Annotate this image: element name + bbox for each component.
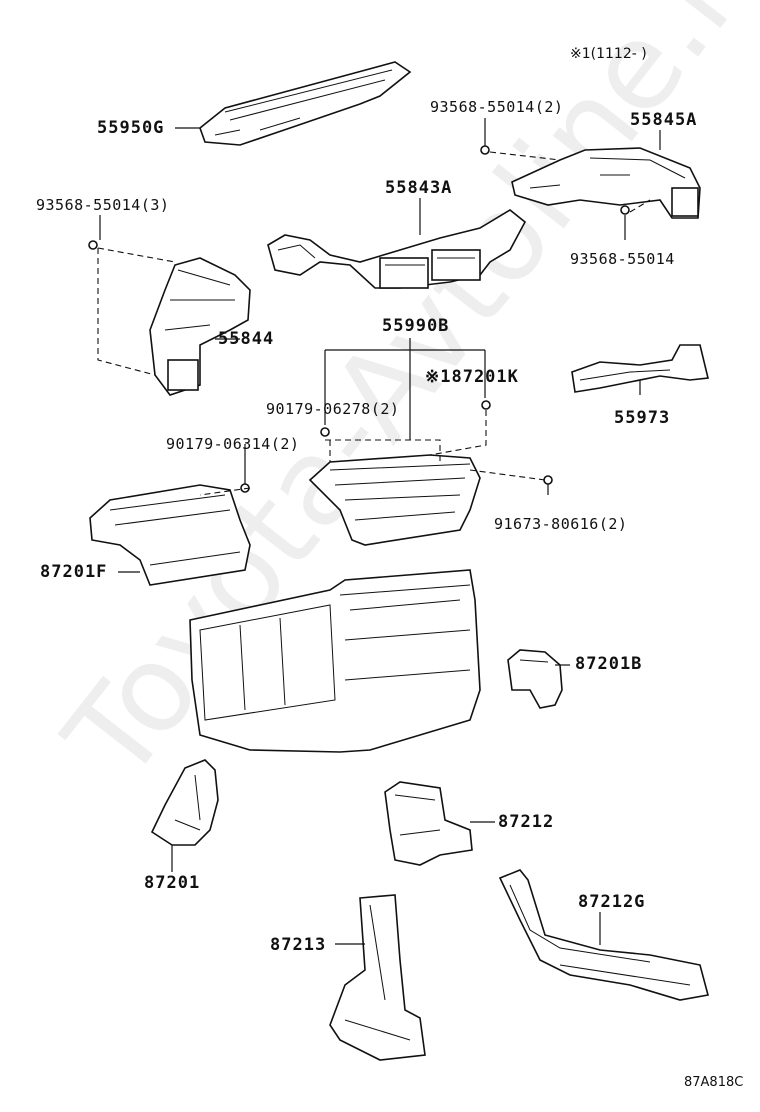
dashed-guides [97,151,651,496]
part-55844-duct [149,257,251,396]
label-93568-55014-3[interactable]: 93568-55014(3) [36,196,170,214]
part-55843a-duct [267,209,527,289]
part-87212-duct [384,781,473,866]
label-55950g[interactable]: 55950G [97,118,165,138]
label-87212[interactable]: 87212 [498,812,555,832]
label-93568-55014[interactable]: 93568-55014 [570,250,675,268]
range-note: ※1(1112- ) [570,46,647,62]
part-55973-duct [571,344,709,393]
label-90179-06278[interactable]: 90179-06278(2) [266,400,400,418]
diagram-code: 87A818C [684,1075,744,1090]
label-87201[interactable]: 87201 [144,873,201,893]
part-87201f-duct [89,484,251,586]
part-55950g-duct [199,61,412,146]
label-90179-06314[interactable]: 90179-06314(2) [166,435,300,453]
part-87201-duct [150,759,219,846]
label-55843a[interactable]: 55843A [385,178,453,198]
part-87212g-duct [498,869,709,1001]
label-93568-55014-2[interactable]: 93568-55014(2) [430,98,564,116]
leader-lines [99,118,661,945]
part-87201b-duct [507,649,563,709]
part-hvac-unit [189,569,481,753]
label-55844[interactable]: 55844 [218,329,275,349]
label-55990b[interactable]: 55990B [382,316,450,336]
label-87201f[interactable]: 87201F [40,562,108,582]
label-87212g[interactable]: 87212G [578,892,646,912]
label-55973[interactable]: 55973 [614,408,671,428]
label-87201b[interactable]: 87201B [575,654,643,674]
label-87213[interactable]: 87213 [270,935,327,955]
label-87201k[interactable]: ※187201K [425,367,519,387]
part-55990b-register [308,454,481,546]
part-55845a-duct [511,147,701,219]
label-55845a[interactable]: 55845A [630,110,698,130]
part-87213-duct [329,894,426,1061]
label-91673-80616[interactable]: 91673-80616(2) [494,515,628,533]
